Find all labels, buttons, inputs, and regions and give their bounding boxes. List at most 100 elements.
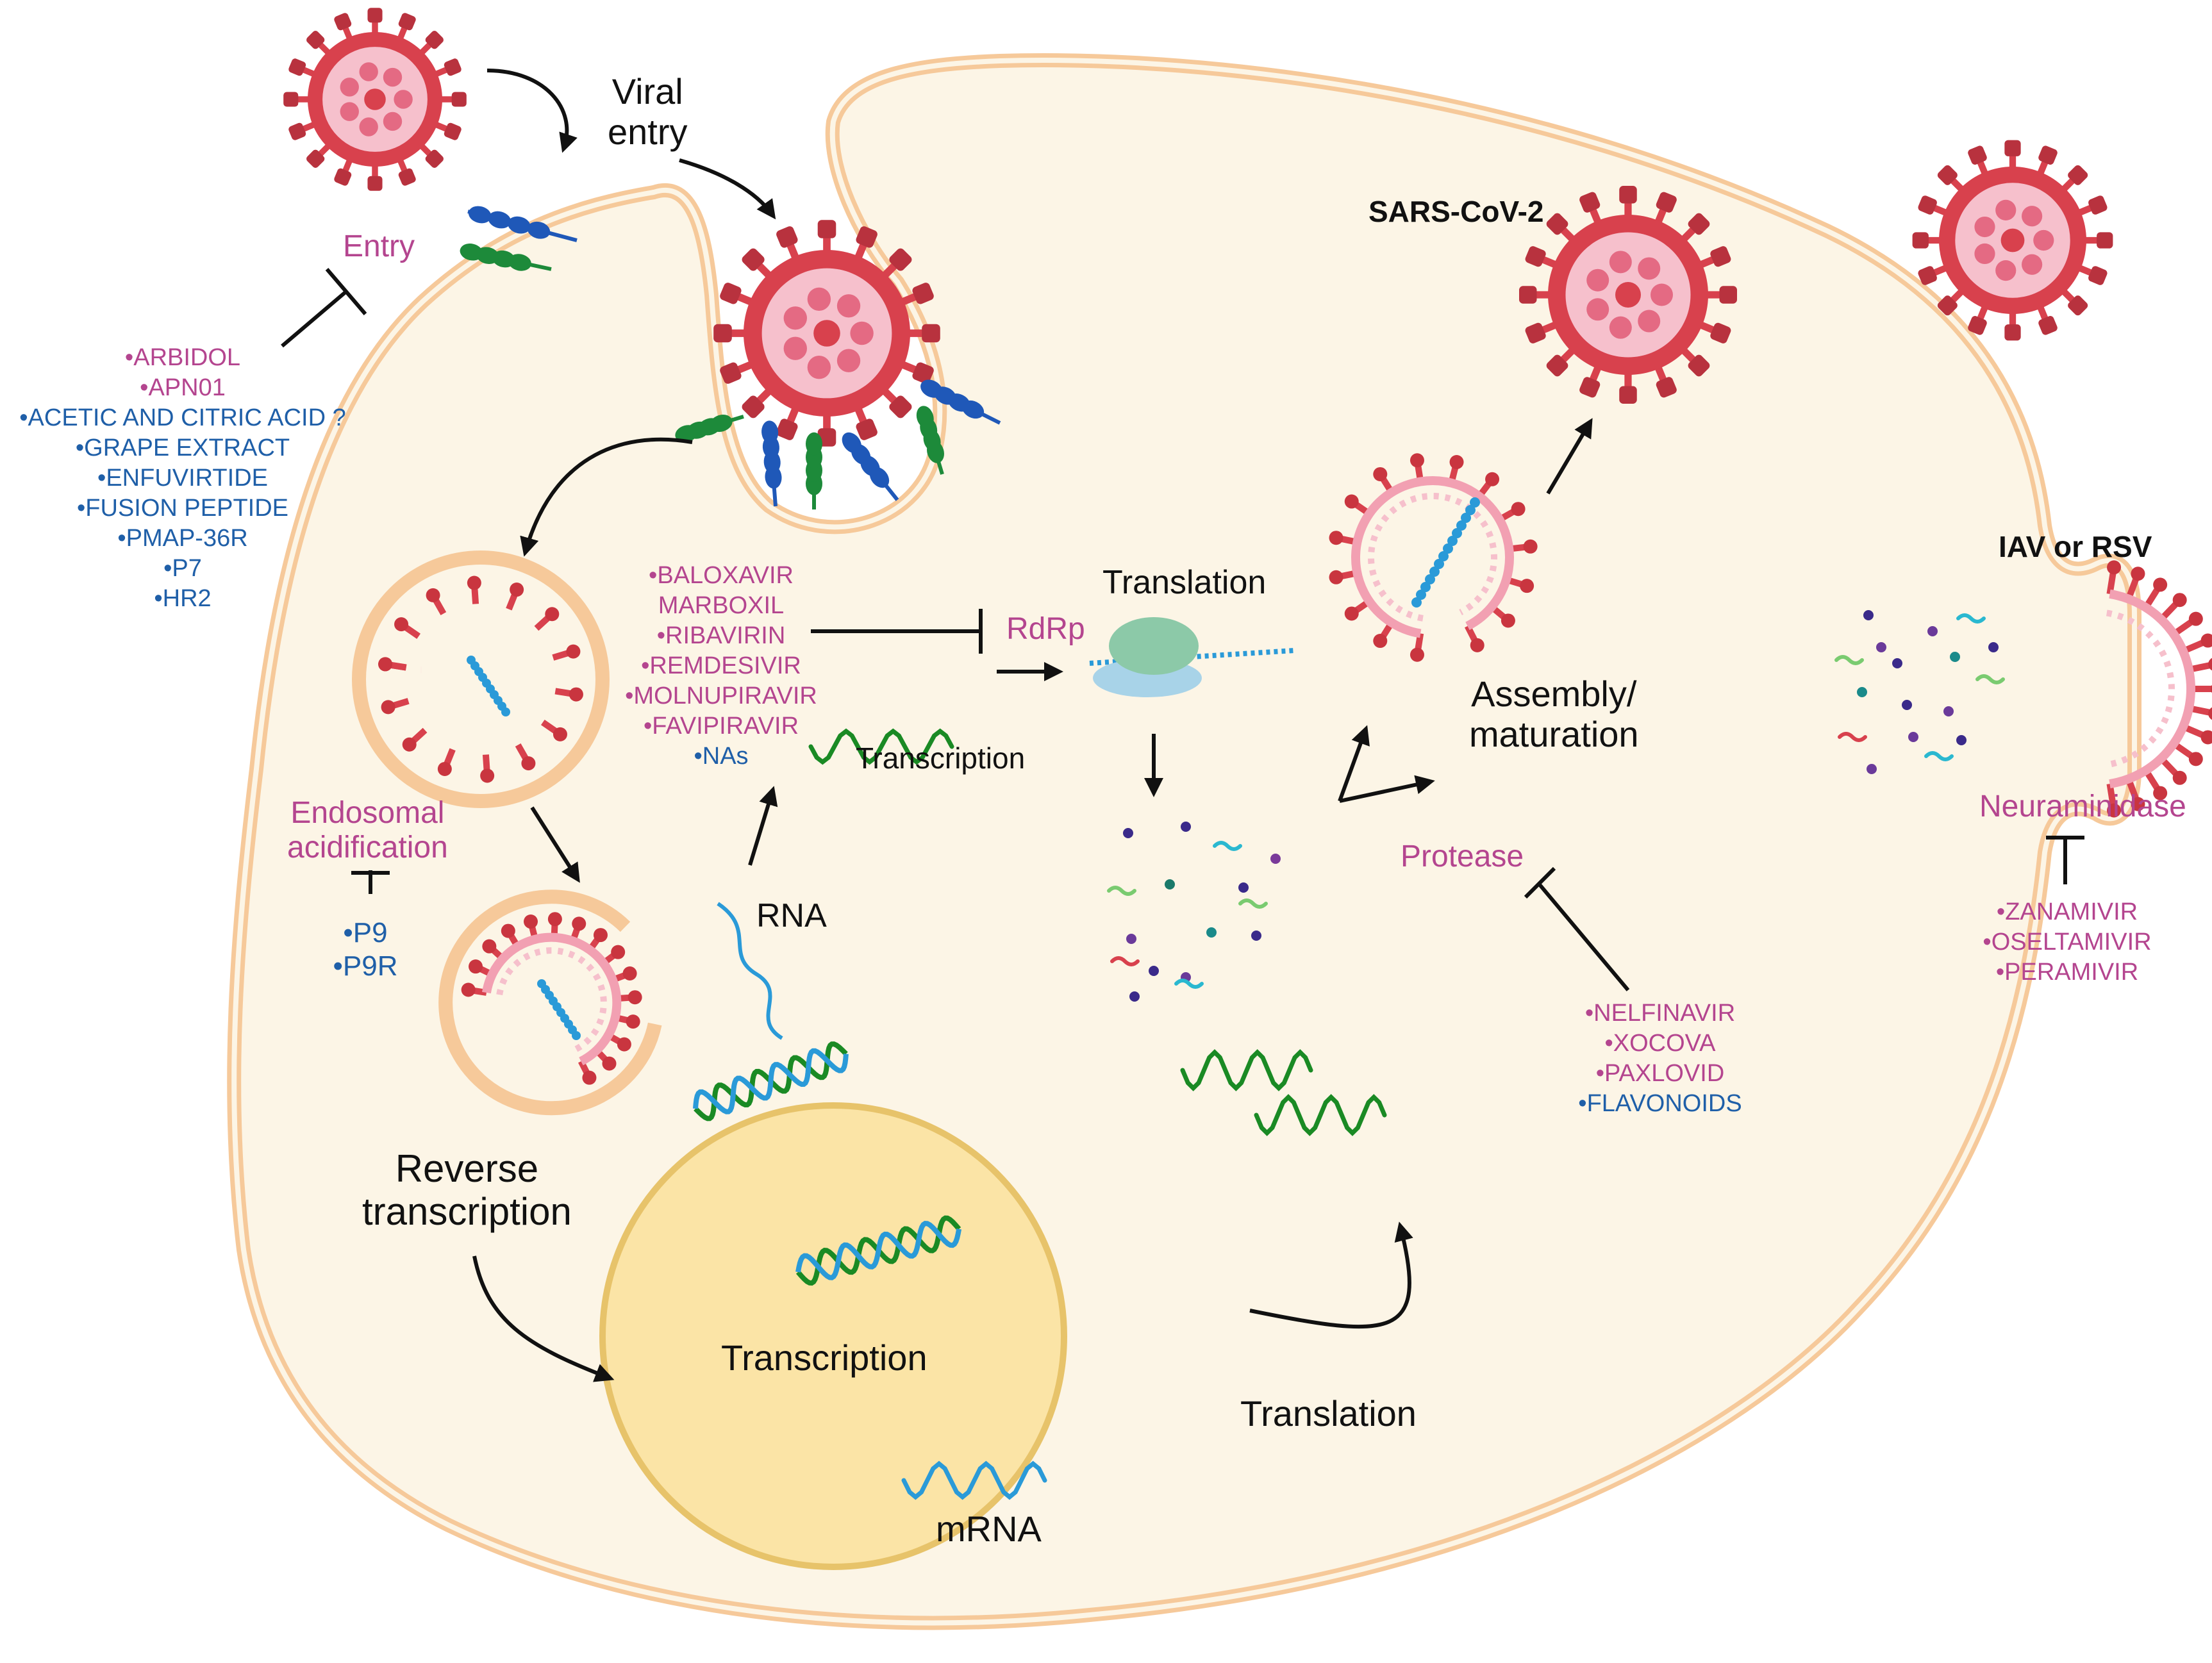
- particle-dot: [1149, 966, 1159, 976]
- virus-particle-icon: [283, 8, 467, 191]
- receptor-icon: [916, 406, 944, 475]
- particle-dot: [1165, 879, 1175, 889]
- drug-item: •ENFUVIRTIDE: [97, 465, 268, 492]
- cell-membrane-inner: [231, 58, 2137, 1626]
- label-rdrp: RdRp: [1006, 612, 1085, 646]
- particle-dot: [1956, 735, 1967, 745]
- particle-dot: [1902, 700, 1912, 710]
- label-translation-top: Translation: [1102, 564, 1267, 601]
- assembling-virus-icon: [378, 575, 583, 783]
- drug-item: •BALOXAVIR: [649, 562, 794, 589]
- cell-membrane: [227, 53, 2141, 1630]
- nucleus: [599, 1102, 1067, 1570]
- assembling-virus-icon: [2106, 560, 2212, 818]
- label-protease: Protease: [1401, 840, 1524, 873]
- drug-item: •FUSION PEPTIDE: [76, 495, 288, 522]
- particle-dot: [1867, 764, 1877, 774]
- rna-fragment: [1107, 886, 1136, 896]
- inhibition-bar-icon: [811, 609, 983, 654]
- particle-dot: [1251, 931, 1261, 941]
- rna-fragment: [1174, 979, 1204, 989]
- inhibition-bar-icon: [1524, 866, 1630, 991]
- label-iav-or-rsv: IAV or RSV: [1999, 530, 2152, 563]
- receptor-icon: [806, 432, 822, 509]
- particle-dot: [1943, 706, 1954, 716]
- drug-item: •MOLNUPIRAVIR: [625, 683, 817, 709]
- particle-dot: [1908, 732, 1918, 742]
- rna-strand-icon: [717, 902, 783, 1040]
- arrow-icon: [1338, 725, 1370, 802]
- label-assembly-maturation: Assembly/ maturation: [1469, 674, 1639, 754]
- receptor-icon: [460, 244, 552, 271]
- particle-dot: [1129, 991, 1140, 1002]
- drug-list-neuraminidase: •ZANAMIVIR •OSELTAMIVIR •PERAMIVIR: [1977, 897, 2157, 988]
- particle-dot: [1123, 828, 1133, 838]
- arrow-icon: [679, 158, 776, 220]
- drug-item: •OSELTAMIVIR: [1983, 929, 2152, 956]
- drug-item: •PERAMIVIR: [1995, 959, 2139, 986]
- drug-item: •HR2: [154, 585, 212, 612]
- virus-particle-icon: [1519, 186, 1737, 404]
- particle-dot: [1270, 854, 1281, 864]
- drug-item: •XOCOVA: [1604, 1030, 1716, 1057]
- arrow-icon: [748, 786, 778, 866]
- rna-strand-icon: [1254, 1094, 1387, 1136]
- receptor-icon: [842, 432, 899, 501]
- label-entry: Entry: [343, 229, 415, 263]
- endosome-icon: [438, 889, 662, 1116]
- assembling-virus-icon: [1329, 453, 1538, 662]
- assembling-virus-icon: [461, 912, 642, 1085]
- rna-strand-icon: [901, 1460, 1047, 1500]
- flow-arrows: [472, 69, 1593, 1382]
- drug-item: •NELFINAVIR: [1584, 1000, 1736, 1027]
- virus-particle-icon: [713, 220, 940, 447]
- rna-strand-icon: [808, 728, 954, 765]
- drug-item: •PAXLOVID: [1595, 1060, 1725, 1087]
- label-sars-cov-2: SARS-CoV-2: [1368, 195, 1544, 228]
- particle-dot: [1206, 927, 1217, 938]
- rna-strand-icon: [1180, 1049, 1313, 1091]
- label-reverse-transcription: Reverse transcription: [362, 1147, 572, 1234]
- inhibition-bars: [281, 268, 2084, 991]
- drug-item: •FLAVONOIDS: [1578, 1090, 1742, 1117]
- rna-fragment: [1238, 898, 1268, 909]
- particle-dot: [1238, 882, 1249, 893]
- receptor-icon: [761, 420, 782, 507]
- drug-item: •GRAPE EXTRACT: [75, 434, 290, 461]
- ribosome-icon: [1089, 617, 1295, 697]
- drug-list-endosomal: •P9•P9R: [327, 916, 404, 983]
- drug-item: •REMDESIVIR: [641, 652, 801, 679]
- rna-fragment: [1924, 751, 1954, 761]
- inhibition-bar-icon: [2046, 836, 2084, 884]
- particle-dot: [1857, 687, 1867, 697]
- particle-dot: [1892, 658, 1902, 668]
- particle-dot: [1988, 642, 1999, 652]
- label-transcription-nucleus: Transcription: [721, 1337, 927, 1378]
- inhibition-bar-icon: [351, 870, 390, 894]
- drug-item: •PMAP-36R: [117, 525, 248, 552]
- rna-fragment: [1213, 841, 1242, 851]
- particle-dot: [1950, 652, 1960, 662]
- dna-helix-icon: [795, 1215, 962, 1286]
- drug-item: •ZANAMIVIR: [1996, 898, 2138, 925]
- arrow-icon: [1339, 775, 1435, 803]
- drug-item: •P7: [163, 555, 202, 582]
- particle-dot: [1181, 822, 1191, 832]
- rna-fragment: [1838, 732, 1867, 742]
- drug-item: •APN01: [140, 374, 226, 401]
- drug-item: •P9: [343, 917, 388, 948]
- arrow-icon: [486, 69, 578, 153]
- inhibition-bar-icon: [281, 268, 367, 348]
- label-neuraminidase: Neuraminidase: [1979, 790, 2186, 823]
- label-rna: RNA: [756, 897, 827, 934]
- rna-fragment: [1110, 956, 1140, 966]
- particle-dot: [1876, 642, 1886, 652]
- arrow-icon: [1546, 418, 1593, 495]
- drug-item: •NAs: [694, 743, 749, 770]
- drug-item: •ARBIDOL: [124, 344, 241, 371]
- drug-list-protease: •NELFINAVIR •XOCOVA •PAXLOVID •FLAVONOIDS: [1570, 998, 1750, 1119]
- drug-list-entry: •ARBIDOL•APN01•ACETIC AND CITRIC ACID ?•…: [10, 343, 356, 614]
- label-viral-entry: Viral entry: [608, 71, 688, 152]
- drug-item: MARBOXIL: [658, 592, 785, 619]
